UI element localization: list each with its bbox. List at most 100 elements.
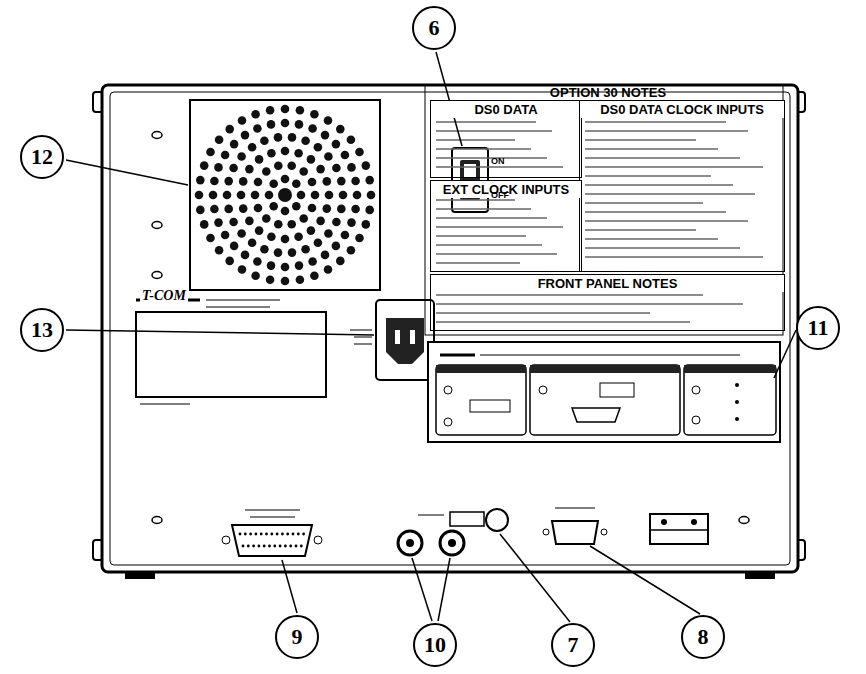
grille-hole (281, 263, 290, 272)
grille-hole (324, 116, 333, 125)
grille-hole (307, 226, 316, 235)
grille-hole (200, 220, 209, 229)
grille-hole (239, 177, 248, 186)
grille-hole (238, 265, 247, 274)
id-plate (136, 312, 326, 397)
grille-hole (253, 257, 262, 266)
grille-hole (215, 246, 224, 255)
grille-hole (310, 110, 319, 119)
grille-hole (299, 167, 308, 176)
grille-hole (281, 119, 290, 128)
grille-hole (238, 116, 247, 125)
grille-hole (230, 140, 239, 149)
grille-hole (295, 120, 304, 129)
grille-hole (229, 164, 238, 173)
grille-hole (260, 245, 269, 254)
grille-hole (251, 272, 260, 281)
grille-hole (214, 218, 223, 227)
grille-hole (267, 233, 276, 242)
callout-number: 13 (31, 317, 53, 343)
grille-hole (274, 220, 283, 229)
grille-hole (210, 177, 219, 186)
grille-hole (274, 133, 283, 142)
grille-hole (209, 191, 218, 200)
callout-number: 10 (424, 632, 446, 658)
note-heading: DS0 DATA (431, 101, 581, 118)
grille-hole (316, 165, 325, 174)
grille-hole (287, 220, 296, 229)
grille-hole (341, 231, 350, 240)
grille-hole (288, 248, 297, 257)
grille-hole (365, 176, 374, 185)
grille-hole (347, 163, 356, 172)
grille-hole (347, 135, 356, 144)
option-module (428, 342, 780, 442)
logo-text: T-COM (140, 288, 188, 304)
grille-hole (267, 120, 276, 129)
grille-hole (297, 191, 306, 200)
grille-hole (237, 191, 246, 200)
grille-hole (337, 205, 346, 214)
grille-hole (267, 261, 276, 270)
fuse-holder (486, 509, 508, 531)
grille-hole (316, 217, 325, 226)
grille-hole (347, 246, 356, 255)
note-heading: DS0 DATA CLOCK INPUTS (580, 101, 784, 118)
grille-hole (206, 234, 215, 243)
grille-hole (200, 161, 209, 170)
grille-hole (355, 234, 364, 243)
grille-hole (265, 191, 274, 200)
grille-hole (260, 137, 269, 146)
grille-hole (254, 204, 263, 213)
grille-hole (301, 137, 310, 146)
grille-hole (281, 175, 290, 184)
grille-hole (262, 214, 271, 223)
grille-hole (351, 177, 360, 186)
db9-connector (552, 521, 598, 544)
grille-hole (281, 277, 290, 286)
grille-hole (225, 257, 234, 266)
grille-hole (351, 205, 360, 214)
db25-connector (232, 525, 312, 556)
grille-hole (274, 248, 283, 257)
switch-on-label: ON (491, 156, 505, 166)
grille-hole (296, 106, 305, 115)
grille-hole (254, 178, 263, 187)
grille-hole (332, 242, 341, 251)
grille-hole (292, 202, 301, 211)
callout-circle: 7 (551, 623, 595, 667)
grille-hole (206, 148, 215, 157)
callout-number: 7 (568, 632, 579, 658)
grille-hole (332, 218, 341, 227)
grille-hole (251, 110, 260, 119)
grille-hole (301, 245, 310, 254)
notes-frame (425, 85, 783, 335)
grille-hole (196, 176, 205, 185)
grille-hole (274, 162, 283, 171)
grille-hole (332, 140, 341, 149)
inlet-text-marks (350, 330, 372, 344)
grille-hole (239, 204, 248, 213)
grille-hole (223, 191, 232, 200)
grille-hole (241, 251, 250, 260)
grille-hole (253, 124, 262, 133)
grille-hole (262, 167, 271, 176)
illegible-note-text (436, 122, 763, 322)
grille-hole (308, 178, 317, 187)
grille-hole (339, 191, 348, 200)
grille-hole (367, 191, 376, 200)
callout-circle: 13 (20, 308, 64, 352)
grille-hole (255, 155, 264, 164)
grille-hole (314, 238, 323, 247)
note-heading: FRONT PANEL NOTES (431, 275, 784, 292)
plate-text-marks (140, 300, 280, 404)
grille-hole (294, 149, 303, 158)
grille-hole (314, 143, 323, 152)
note-box: FRONT PANEL NOTES (430, 274, 785, 331)
grille-hole (221, 151, 230, 160)
grille-hole (288, 133, 297, 142)
grille-hole (332, 164, 341, 173)
grille-hole (347, 218, 356, 227)
grille-hole (287, 162, 296, 171)
